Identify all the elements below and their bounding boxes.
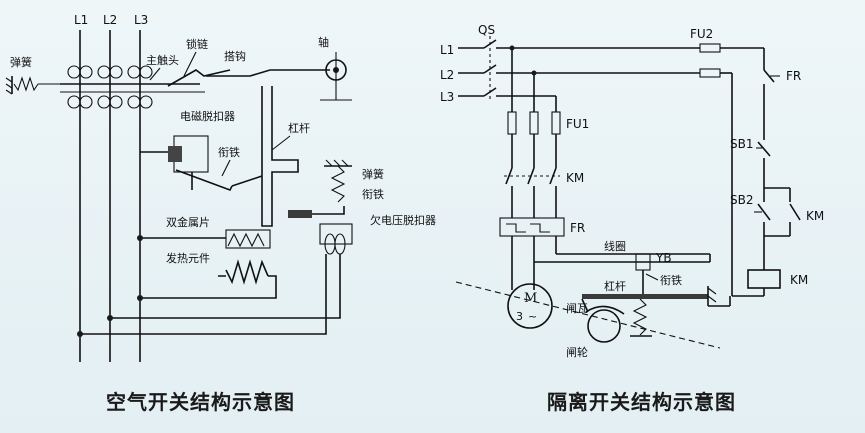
svg-text:~: ~	[528, 310, 537, 323]
armature-iso-label: 衔铁	[660, 274, 682, 287]
line-label-l2: L2	[103, 13, 117, 27]
motor-shaft	[455, 281, 721, 349]
fr-relay-label: FR	[570, 221, 585, 235]
motor-3-label: 3	[516, 310, 523, 323]
lock-chain	[167, 69, 231, 87]
armature	[175, 169, 233, 191]
air-switch-caption: 空气开关结构示意图	[106, 390, 295, 414]
fu2-label: FU2	[690, 27, 713, 41]
fu1-fuse-2	[529, 111, 539, 135]
line-label-l1: L1	[74, 13, 88, 27]
lever-label: 杠杆	[288, 121, 310, 135]
line-label-l3: L3	[134, 13, 148, 27]
fu2-fuse-1	[699, 43, 721, 53]
main-contact-label: 主触头	[146, 53, 179, 67]
lever-iso	[582, 294, 708, 299]
km-coil-label: KM	[790, 273, 808, 287]
lock-chain-label: 锁链	[186, 37, 208, 51]
km-main-label: KM	[566, 171, 584, 185]
spring-left-label: 弹簧	[10, 55, 32, 69]
lever-iso-label: 杠杆	[604, 279, 626, 293]
sb2-label: SB2	[730, 193, 753, 207]
bimetal-label: 双金属片	[166, 215, 210, 229]
brake-shoe-label: 闸瓦	[566, 302, 588, 315]
bimetal	[225, 229, 271, 249]
armature-right-label: 衔铁	[362, 188, 384, 201]
shaft-label: 轴	[318, 35, 329, 49]
heating-element	[225, 259, 269, 285]
motor-m-label: M	[524, 291, 537, 306]
fu1-fuse-1	[507, 111, 517, 135]
hook-bar	[206, 69, 330, 77]
sb1-label: SB1	[730, 137, 753, 151]
yb-label: YB	[655, 251, 672, 265]
fr-relay	[499, 217, 565, 237]
km-coil	[747, 269, 781, 289]
coil-label: 线圈	[604, 239, 626, 253]
spring-right-label: 弹簧	[362, 167, 384, 181]
undervoltage-label: 欠电压脱扣器	[370, 213, 436, 227]
main-contacts	[67, 65, 153, 109]
air-switch-diagram: L1 L2 L3 弹簧 主触头 锁链	[5, 13, 436, 362]
brake-wheel-label: 闸轮	[566, 345, 588, 359]
fu1-label: FU1	[566, 117, 589, 131]
isolation-switch-diagram: L1 L2 L3 QS FU2 FR SB1 SB2	[440, 23, 824, 359]
fr-top-label: FR	[786, 69, 801, 83]
heating-element-label: 发热元件	[166, 251, 210, 265]
lever-body	[261, 86, 299, 227]
km-aux-label: KM	[806, 209, 824, 223]
sb2-button	[757, 203, 771, 221]
fu2-fuse-2	[699, 68, 721, 78]
isolation-switch-caption: 隔离开关结构示意图	[547, 390, 736, 414]
brake-wheel	[587, 309, 621, 343]
motor	[507, 283, 553, 329]
km-main-1	[505, 167, 513, 185]
em-release-label: 电磁脱扣器	[180, 109, 235, 123]
fu1-fuse-3	[551, 111, 561, 135]
spring-right	[330, 165, 346, 203]
iso-line-l2: L2	[440, 68, 454, 82]
hook-label: 搭钩	[224, 49, 246, 63]
km-aux-contact	[789, 203, 801, 221]
em-coil	[168, 146, 182, 162]
brake-shoe	[585, 305, 625, 315]
armature-label: 衔铁	[218, 146, 240, 159]
qs-label: QS	[478, 23, 495, 37]
sb1-button	[757, 141, 771, 157]
left-spring	[5, 76, 66, 95]
iso-line-l3: L3	[440, 90, 454, 104]
undervoltage-release	[319, 223, 353, 245]
iso-line-l1: L1	[440, 43, 454, 57]
fr-contact	[763, 69, 775, 83]
